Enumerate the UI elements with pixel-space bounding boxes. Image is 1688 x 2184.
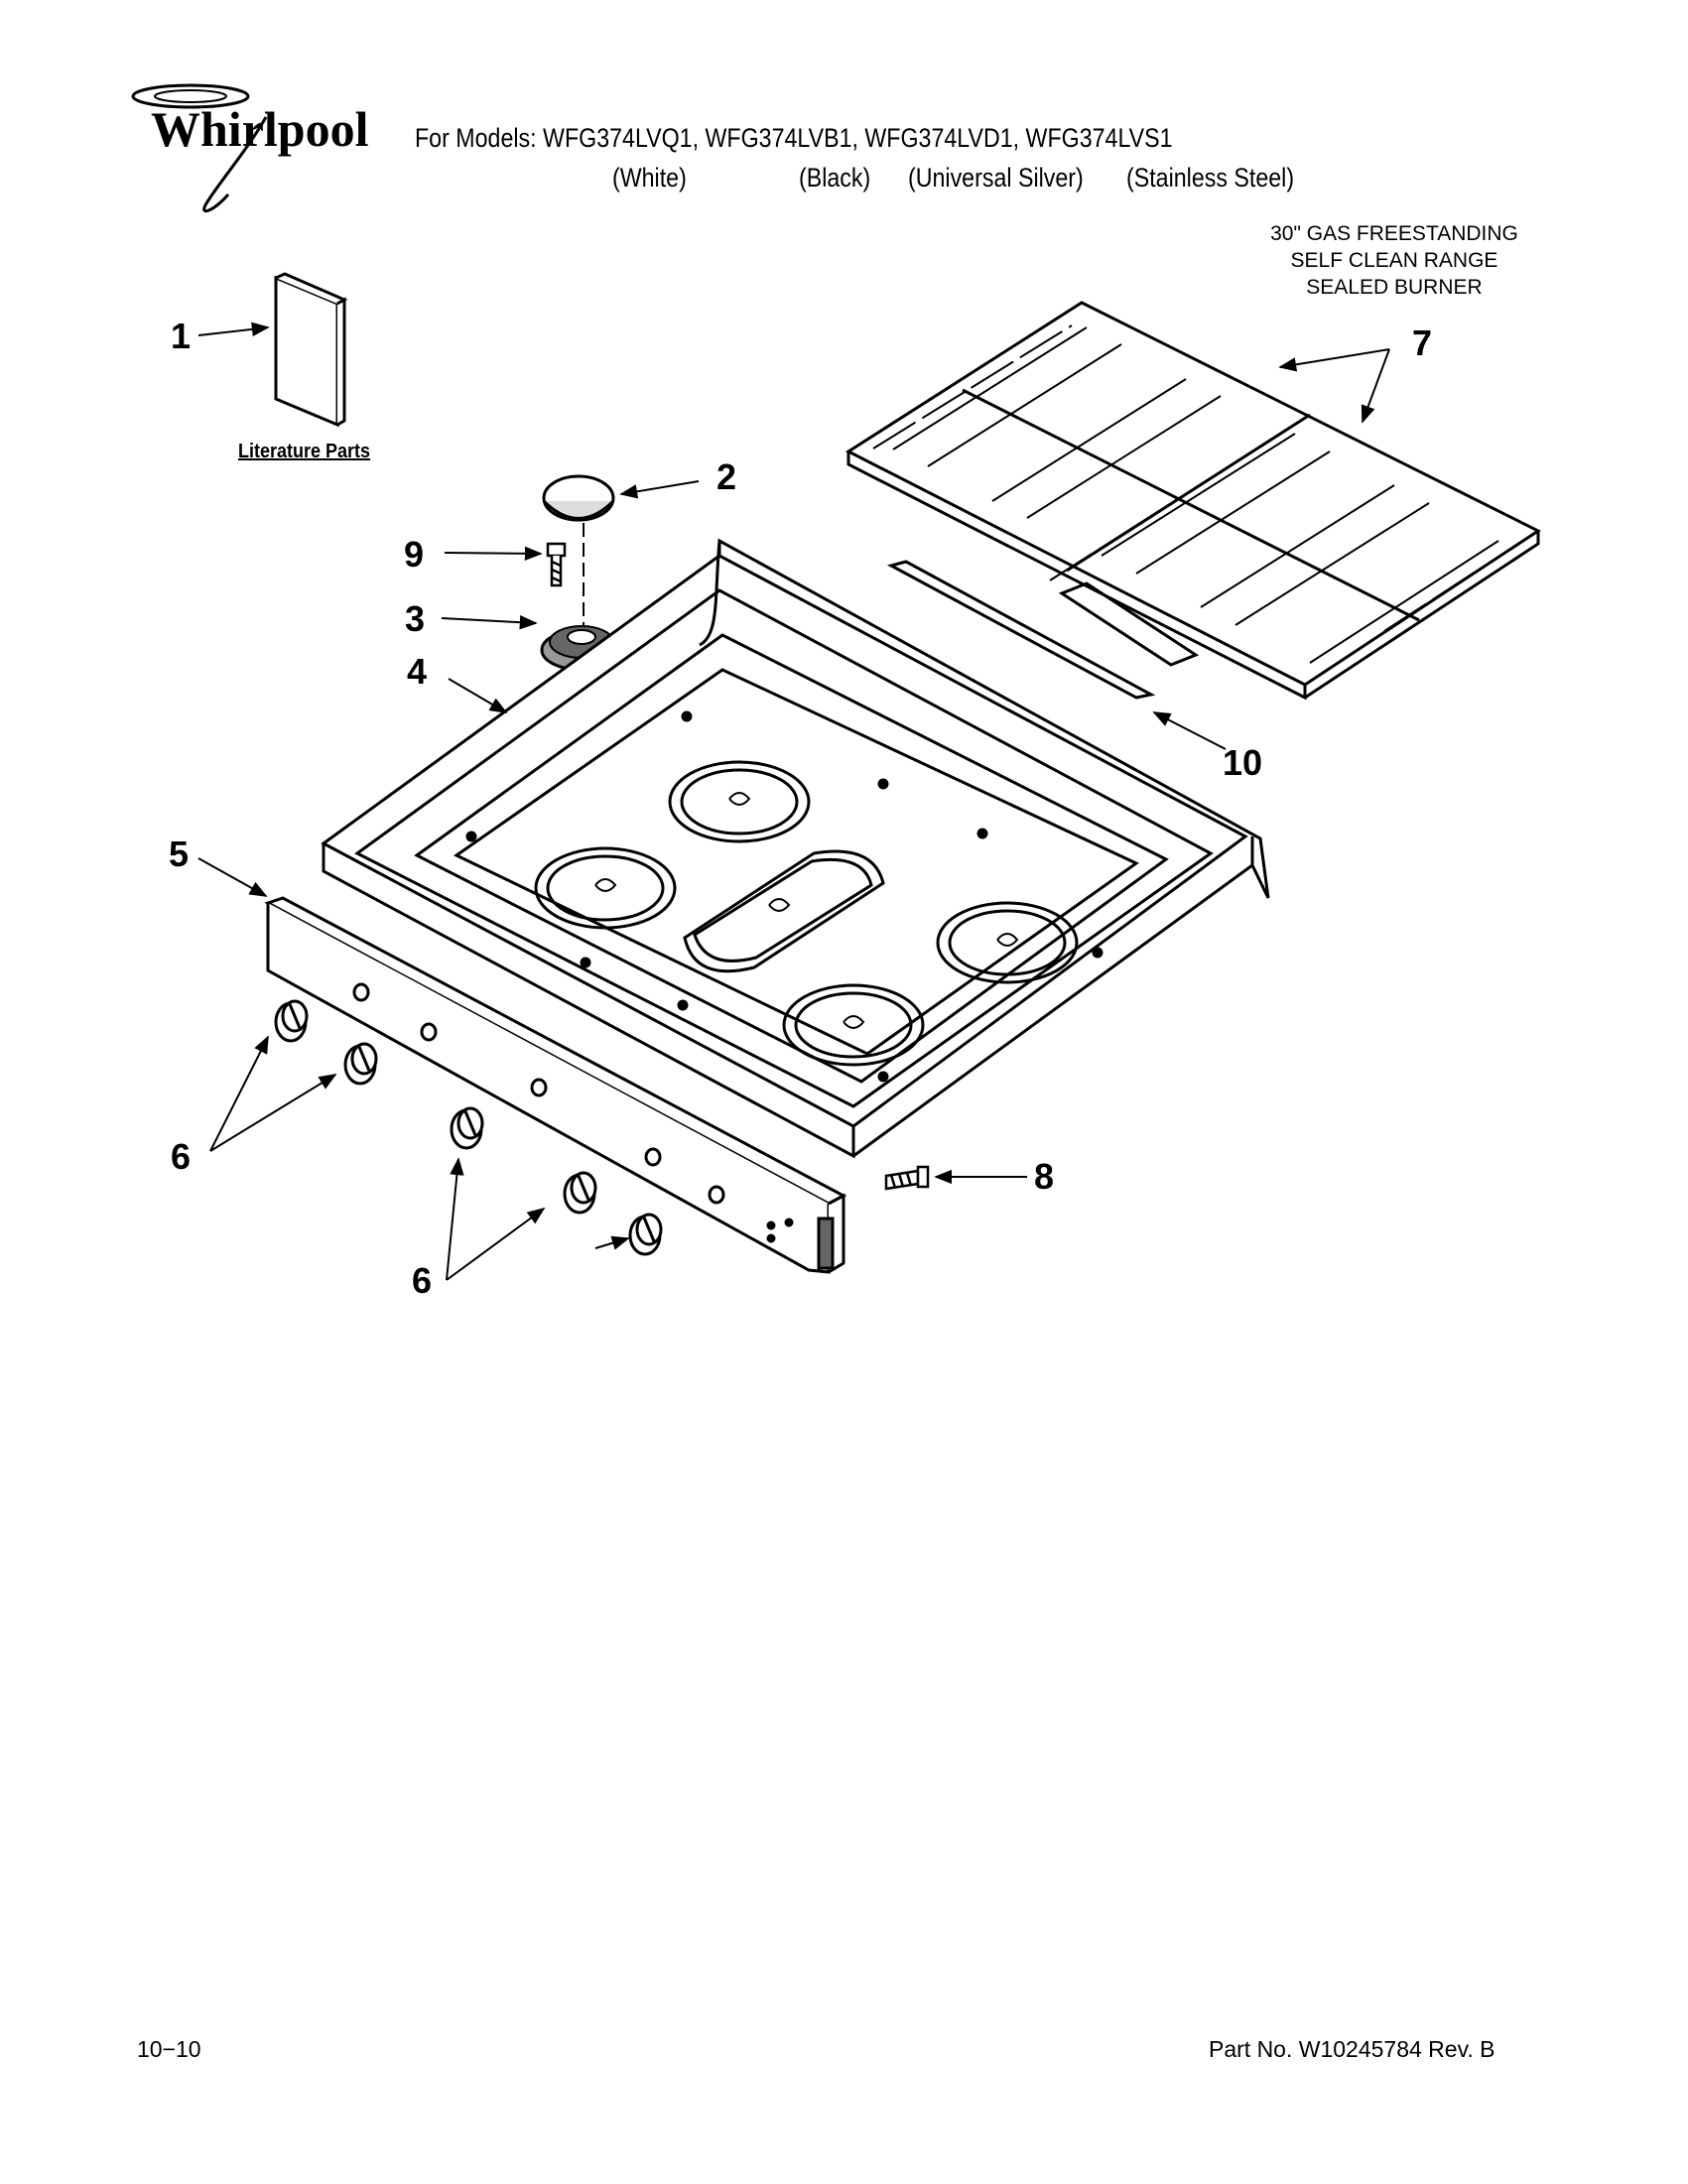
screw-9	[546, 542, 567, 587]
description-line-1: 30" GAS FREESTANDING	[1270, 222, 1518, 245]
models-line: For Models: WFG374LVQ1, WFG374LVB1, WFG3…	[415, 123, 1173, 153]
callout-9: 9	[404, 534, 425, 575]
variant-white: (White)	[612, 163, 687, 193]
leader-lines	[197, 321, 1390, 1281]
screw-8	[884, 1165, 930, 1191]
callout-6-bottom: 6	[412, 1260, 433, 1301]
trim-strip	[886, 560, 1156, 700]
footer-date: 10−10	[137, 2036, 201, 2062]
callout-7: 7	[1412, 322, 1433, 363]
callout-1: 1	[171, 316, 192, 356]
whirlpool-logo: Whirlpool	[131, 83, 369, 213]
callout-2: 2	[716, 456, 737, 497]
callout-8: 8	[1034, 1156, 1055, 1197]
manifold-panel	[264, 896, 847, 1274]
callout-5: 5	[169, 834, 190, 874]
logo-wordmark: Whirlpool	[151, 101, 369, 157]
product-description: 30" GAS FREESTANDING SELF CLEAN RANGE SE…	[1216, 220, 1573, 301]
variant-universal-silver: (Universal Silver)	[908, 163, 1084, 193]
description-line-2: SELF CLEAN RANGE	[1290, 249, 1498, 272]
variant-black: (Black)	[799, 163, 871, 193]
footer-part-number: Part No. W10245784 Rev. B	[1209, 2036, 1495, 2062]
knobs	[274, 999, 663, 1256]
variant-stainless-steel: (Stainless Steel)	[1126, 163, 1295, 193]
grates	[844, 301, 1541, 701]
callout-4: 4	[407, 651, 428, 692]
callout-6-left: 6	[171, 1136, 192, 1177]
description-line-3: SEALED BURNER	[1306, 276, 1483, 299]
callout-3: 3	[405, 598, 426, 639]
callout-10: 10	[1223, 742, 1263, 783]
cooktop	[321, 538, 1270, 1159]
literature-booklet	[274, 272, 348, 428]
burner-cap	[542, 474, 615, 522]
literature-parts-label: Literature Parts	[238, 441, 371, 462]
